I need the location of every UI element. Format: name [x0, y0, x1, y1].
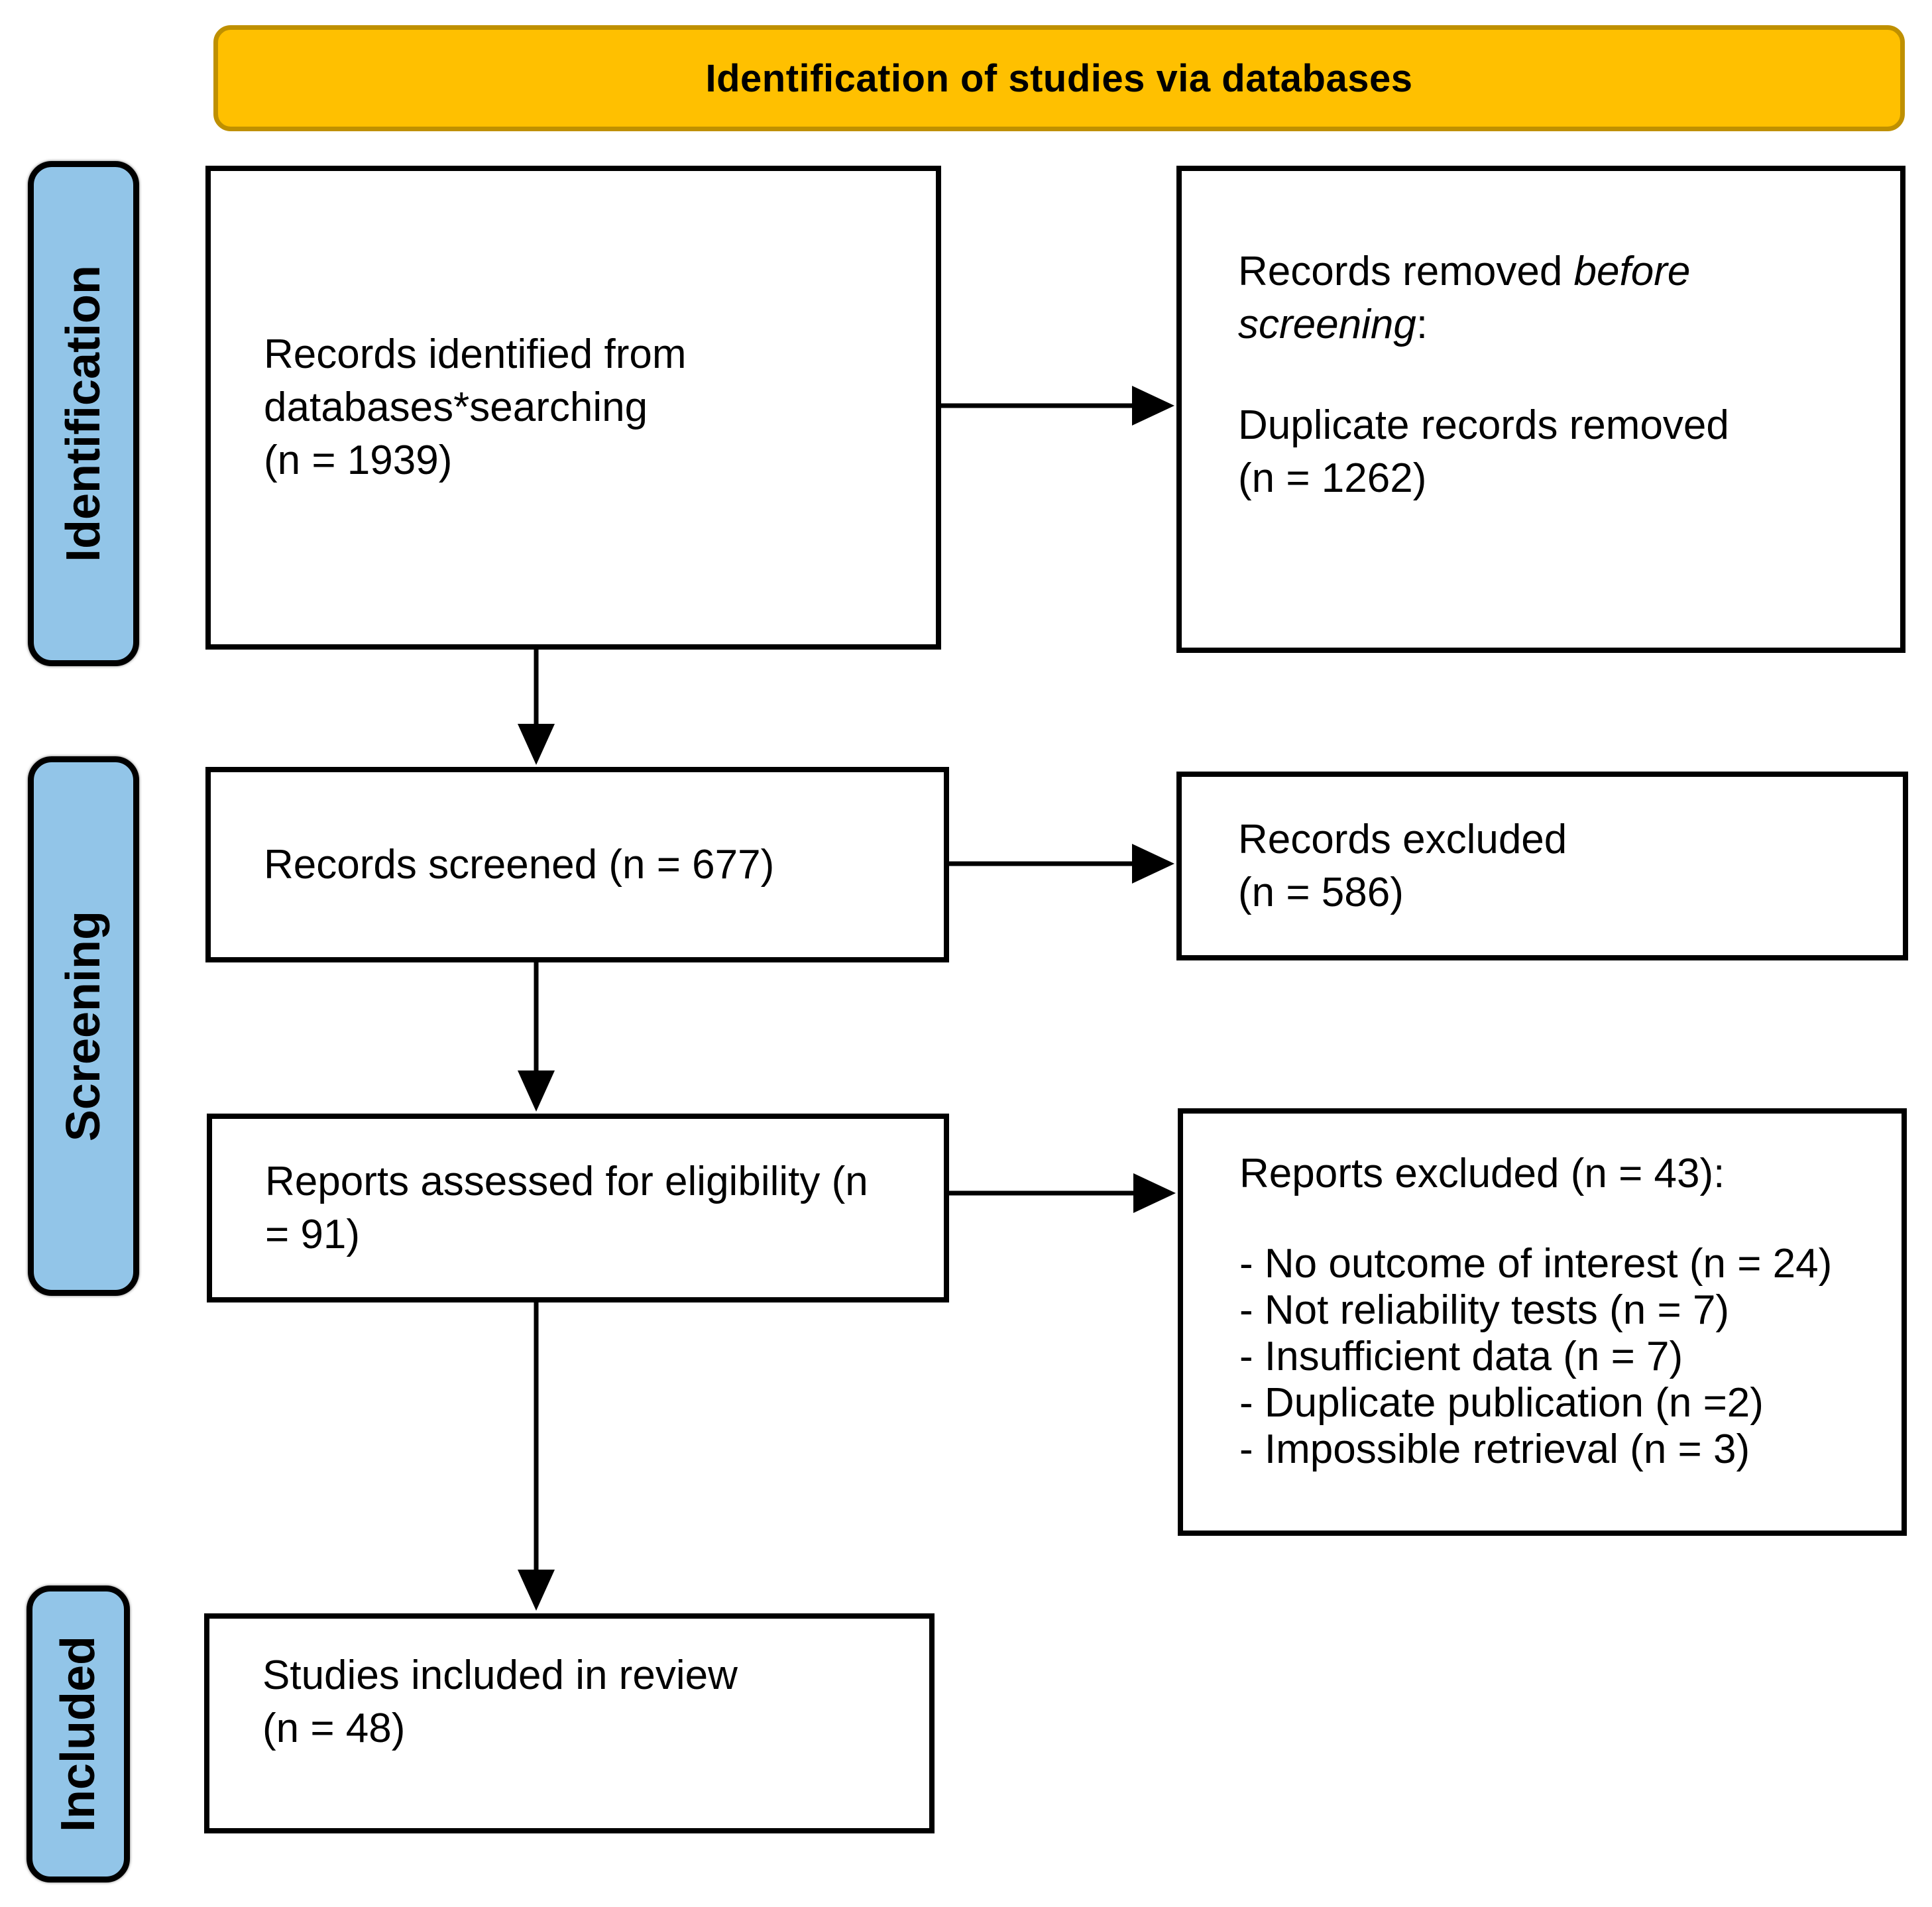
records-screened-line: Records screened (n = 677): [264, 841, 775, 888]
paragraph-gap: [1238, 351, 1874, 399]
records-excluded-line-2: (n = 586): [1238, 869, 1404, 915]
records-removed-italic-screening: screening: [1238, 302, 1416, 347]
reports-assessed-line-2: = 91): [265, 1211, 361, 1257]
box-records-removed-before-screening: Records removed before screening: Duplic…: [1176, 166, 1905, 653]
reports-excluded-title: Reports excluded (n = 43):: [1239, 1151, 1725, 1196]
banner-identification-via-databases: Identification of studies via databases: [213, 25, 1905, 131]
arrow-screened-to-assessed: [518, 962, 555, 1112]
records-identified-line-2: databases*searching: [264, 384, 648, 430]
exclusion-reason-3: - Insufficient data (n = 7): [1239, 1334, 1683, 1379]
exclusion-reason-5: - Impossible retrieval (n = 3): [1239, 1426, 1750, 1472]
reports-assessed-line-1: Reports assessed for eligibility (n: [265, 1158, 868, 1204]
box-reports-excluded: Reports excluded (n = 43): - No outcome …: [1178, 1108, 1907, 1536]
box-records-screened: Records screened (n = 677): [205, 767, 949, 962]
exclusion-reason-1: - No outcome of interest (n = 24): [1239, 1241, 1833, 1287]
arrow-identified-to-removed: [941, 386, 1174, 426]
arrow-identified-to-screened: [518, 650, 555, 765]
records-removed-line-2: screening:: [1238, 302, 1428, 347]
studies-included-line-1: Studies included in review: [262, 1652, 738, 1698]
stage-identification: Identification: [28, 161, 139, 666]
box-reports-assessed: Reports assessed for eligibility (n = 91…: [207, 1114, 949, 1302]
exclusion-reason-4: - Duplicate publication (n =2): [1239, 1380, 1764, 1426]
records-excluded-line-1: Records excluded: [1238, 816, 1567, 862]
exclusion-reason-2: - Not reliability tests (n = 7): [1239, 1287, 1730, 1333]
stage-screening: Screening: [28, 756, 139, 1296]
records-identified-line-3: (n = 1939): [264, 437, 453, 483]
box-studies-included: Studies included in review (n = 48): [204, 1613, 935, 1833]
arrow-assessed-to-included: [518, 1302, 555, 1611]
records-removed-italic-before: before: [1573, 249, 1691, 294]
arrow-screened-to-excluded: [949, 844, 1174, 884]
box-records-excluded: Records excluded (n = 586): [1176, 772, 1908, 960]
paragraph-gap: [1239, 1197, 1882, 1241]
records-identified-line-1: Records identified from: [264, 331, 687, 377]
duplicates-removed-count: (n = 1262): [1238, 455, 1427, 501]
studies-included-line-2: (n = 48): [262, 1705, 406, 1751]
stage-included: Included: [27, 1586, 130, 1882]
arrow-assessed-to-reports-excluded: [949, 1173, 1176, 1213]
box-records-identified: Records identified from databases*search…: [205, 166, 941, 650]
stage-screening-label: Screening: [57, 910, 110, 1142]
records-removed-line-1: Records removed before: [1238, 249, 1691, 294]
banner-title: Identification of studies via databases: [705, 56, 1413, 100]
stage-identification-label: Identification: [57, 265, 110, 562]
stage-included-label: Included: [52, 1635, 105, 1832]
duplicates-removed-line: Duplicate records removed: [1238, 402, 1729, 448]
